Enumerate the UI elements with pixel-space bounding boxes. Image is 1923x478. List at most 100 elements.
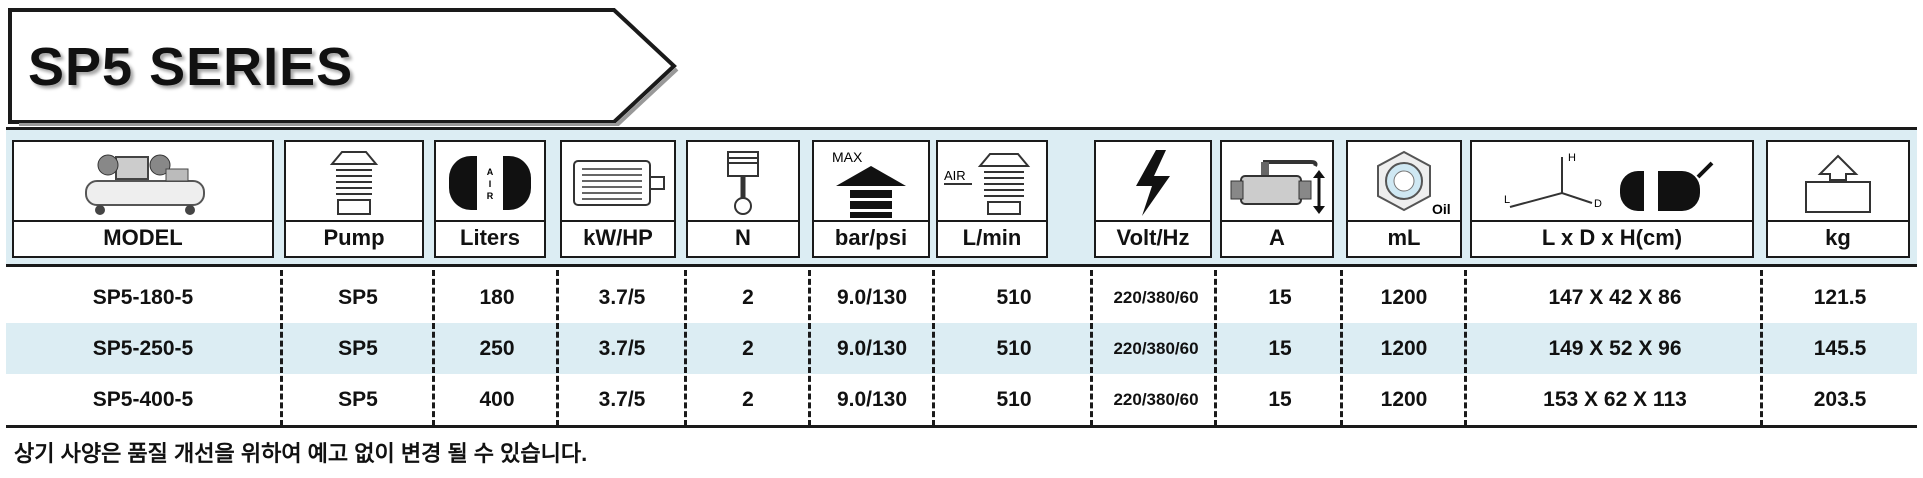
- cell-model: SP5-250-5: [92, 337, 194, 360]
- oil-text: Oil: [1432, 201, 1451, 217]
- svg-text:L: L: [1504, 194, 1510, 206]
- pump-icon: [286, 142, 422, 224]
- cell-power: 3.7/5: [598, 388, 646, 411]
- arrow-banner-shape: [8, 8, 679, 126]
- cell-liters: 250: [479, 337, 515, 360]
- air-text: AIR: [944, 168, 966, 183]
- column-divider: [1340, 270, 1343, 426]
- cell-flow: 510: [996, 286, 1032, 309]
- header-label: Pump: [286, 220, 422, 256]
- cell-oil: 1200: [1380, 337, 1428, 360]
- cell-dims: 147 X 42 X 86: [1548, 286, 1682, 309]
- cell-pressure: 9.0/130: [836, 337, 908, 360]
- header-oil: Oil mL: [1346, 140, 1462, 258]
- header-liters: A I R Liters: [434, 140, 546, 258]
- table-row: SP5-250-5 SP5 250 3.7/5 2 9.0/130 510 22…: [6, 323, 1917, 374]
- weight-icon: [1768, 142, 1908, 224]
- cell-flow: 510: [996, 337, 1032, 360]
- cell-amp: 15: [1268, 286, 1292, 309]
- cell-model: SP5-180-5: [92, 286, 194, 309]
- air-flow-icon: AIR: [938, 142, 1046, 224]
- cell-amp: 15: [1268, 388, 1292, 411]
- cell-oil: 1200: [1380, 388, 1428, 411]
- cell-dims: 153 X 62 X 113: [1543, 388, 1687, 411]
- header-model: MODEL: [12, 140, 274, 258]
- lightning-icon: [1096, 142, 1210, 224]
- table-row: SP5-180-5 SP5 180 3.7/5 2 9.0/130 510 22…: [6, 272, 1917, 323]
- header-volt: Volt/Hz: [1094, 140, 1212, 258]
- column-divider: [1464, 270, 1467, 426]
- cell-n: 2: [742, 337, 754, 360]
- cell-pressure: 9.0/130: [836, 388, 908, 411]
- header-label: mL: [1348, 220, 1460, 256]
- header-label: MODEL: [14, 220, 272, 256]
- max-text: MAX: [832, 149, 863, 165]
- page-title: SP5 SERIES: [28, 37, 354, 97]
- column-divider: [280, 270, 283, 426]
- cell-weight: 121.5: [1813, 286, 1867, 309]
- air-tank-icon: A I R: [436, 142, 544, 224]
- cell-liters: 400: [479, 388, 515, 411]
- column-divider: [1214, 270, 1217, 426]
- oil-icon: Oil: [1348, 142, 1460, 224]
- footnote: 상기 사양은 품질 개선을 위하여 예고 없이 변경 될 수 있습니다.: [14, 441, 588, 466]
- cell-pump: SP5: [338, 337, 378, 360]
- cell-model: SP5-400-5: [92, 388, 194, 411]
- column-divider: [556, 270, 559, 426]
- column-divider: [432, 270, 435, 426]
- svg-text:A: A: [487, 167, 494, 177]
- cell-power: 3.7/5: [598, 286, 646, 309]
- cell-n: 2: [742, 388, 754, 411]
- svg-text:R: R: [487, 191, 494, 201]
- cell-weight: 145.5: [1813, 337, 1867, 360]
- svg-text:D: D: [1594, 198, 1602, 210]
- cell-oil: 1200: [1380, 286, 1428, 309]
- svg-text:I: I: [489, 179, 492, 189]
- header-flow: AIR L/min: [936, 140, 1048, 258]
- header-weight: kg: [1766, 140, 1910, 258]
- header-label: N: [688, 220, 798, 256]
- motor-icon: [562, 142, 674, 224]
- max-pressure-icon: MAX: [814, 142, 928, 224]
- header-label: A: [1222, 220, 1332, 256]
- header-label: kW/HP: [562, 220, 674, 256]
- cell-dims: 149 X 52 X 96: [1548, 337, 1682, 360]
- header-n: N: [686, 140, 800, 258]
- compressor-icon: [14, 142, 272, 224]
- header-dims: L D H L x D x H(cm): [1470, 140, 1754, 258]
- cell-volt: 220/380/60: [1113, 288, 1199, 307]
- header-pressure: MAX bar/psi: [812, 140, 930, 258]
- cell-volt: 220/380/60: [1113, 339, 1199, 358]
- header-amp: A: [1220, 140, 1334, 258]
- header-label: L/min: [938, 220, 1046, 256]
- cell-liters: 180: [479, 286, 515, 309]
- header-label: Volt/Hz: [1096, 220, 1210, 256]
- cell-pump: SP5: [338, 388, 378, 411]
- header-label: L x D x H(cm): [1472, 220, 1752, 256]
- cell-weight: 203.5: [1813, 388, 1867, 411]
- cell-pressure: 9.0/130: [836, 286, 908, 309]
- header-label: Liters: [436, 220, 544, 256]
- column-divider: [808, 270, 811, 426]
- cell-amp: 15: [1268, 337, 1292, 360]
- piston-icon: [688, 142, 798, 224]
- cell-volt: 220/380/60: [1113, 390, 1199, 409]
- column-divider: [932, 270, 935, 426]
- header-label: bar/psi: [814, 220, 928, 256]
- column-divider: [1090, 270, 1093, 426]
- header-power: kW/HP: [560, 140, 676, 258]
- column-divider: [684, 270, 687, 426]
- dimensions-icon: L D H: [1472, 142, 1752, 224]
- cell-pump: SP5: [338, 286, 378, 309]
- cell-power: 3.7/5: [598, 337, 646, 360]
- cell-n: 2: [742, 286, 754, 309]
- table-row: SP5-400-5 SP5 400 3.7/5 2 9.0/130 510 22…: [6, 374, 1917, 425]
- svg-text:H: H: [1568, 152, 1576, 164]
- cell-flow: 510: [996, 388, 1032, 411]
- column-divider: [1760, 270, 1763, 426]
- title-banner: SP5 SERIES: [6, 6, 686, 126]
- header-label: kg: [1768, 220, 1908, 256]
- table-bottom-rule: [6, 425, 1917, 428]
- header-pump: Pump: [284, 140, 424, 258]
- valve-icon: [1222, 142, 1332, 224]
